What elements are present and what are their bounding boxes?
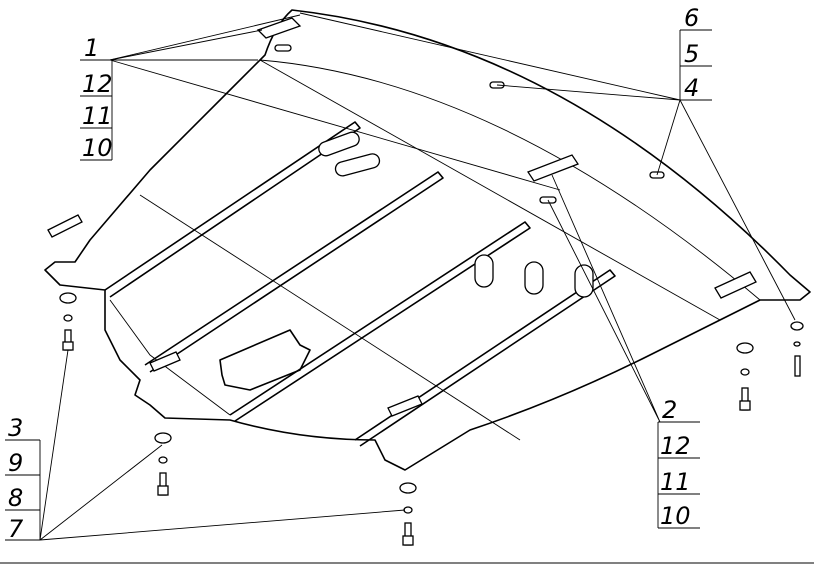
fold-line — [139, 194, 521, 441]
fold-line — [259, 59, 721, 321]
skid-plate-outline — [44, 9, 811, 471]
callouts-bottom-right: 2 12 11 10 — [660, 396, 691, 530]
callouts-top-right: 6 5 4 — [684, 4, 699, 102]
callouts-top-left: 1 12 11 10 — [82, 34, 113, 162]
callout-label: 5 — [684, 40, 699, 68]
callouts-bottom-left: 3 9 8 7 — [8, 414, 24, 543]
leader-lines — [0, 12, 814, 564]
callout-label: 12 — [660, 432, 691, 460]
callout-label: 12 — [82, 70, 113, 98]
callout-label: 7 — [8, 515, 24, 543]
callout-label: 10 — [82, 134, 113, 162]
fold-line — [109, 299, 231, 416]
callout-label: 9 — [8, 449, 23, 477]
callout-label: 2 — [662, 396, 677, 424]
slots — [219, 44, 665, 391]
callout-label: 11 — [660, 468, 691, 496]
callout-label: 8 — [8, 484, 23, 512]
callout-label: 6 — [684, 4, 699, 32]
mounting-brackets — [47, 17, 757, 417]
callout-label: 10 — [660, 502, 691, 530]
callout-label: 4 — [684, 74, 699, 102]
stiffening-ribs — [104, 121, 616, 447]
fold-line — [259, 59, 761, 301]
callout-label: 11 — [82, 102, 113, 130]
callout-label: 1 — [84, 34, 99, 62]
callout-label: 3 — [8, 414, 23, 442]
fasteners — [59, 292, 804, 546]
